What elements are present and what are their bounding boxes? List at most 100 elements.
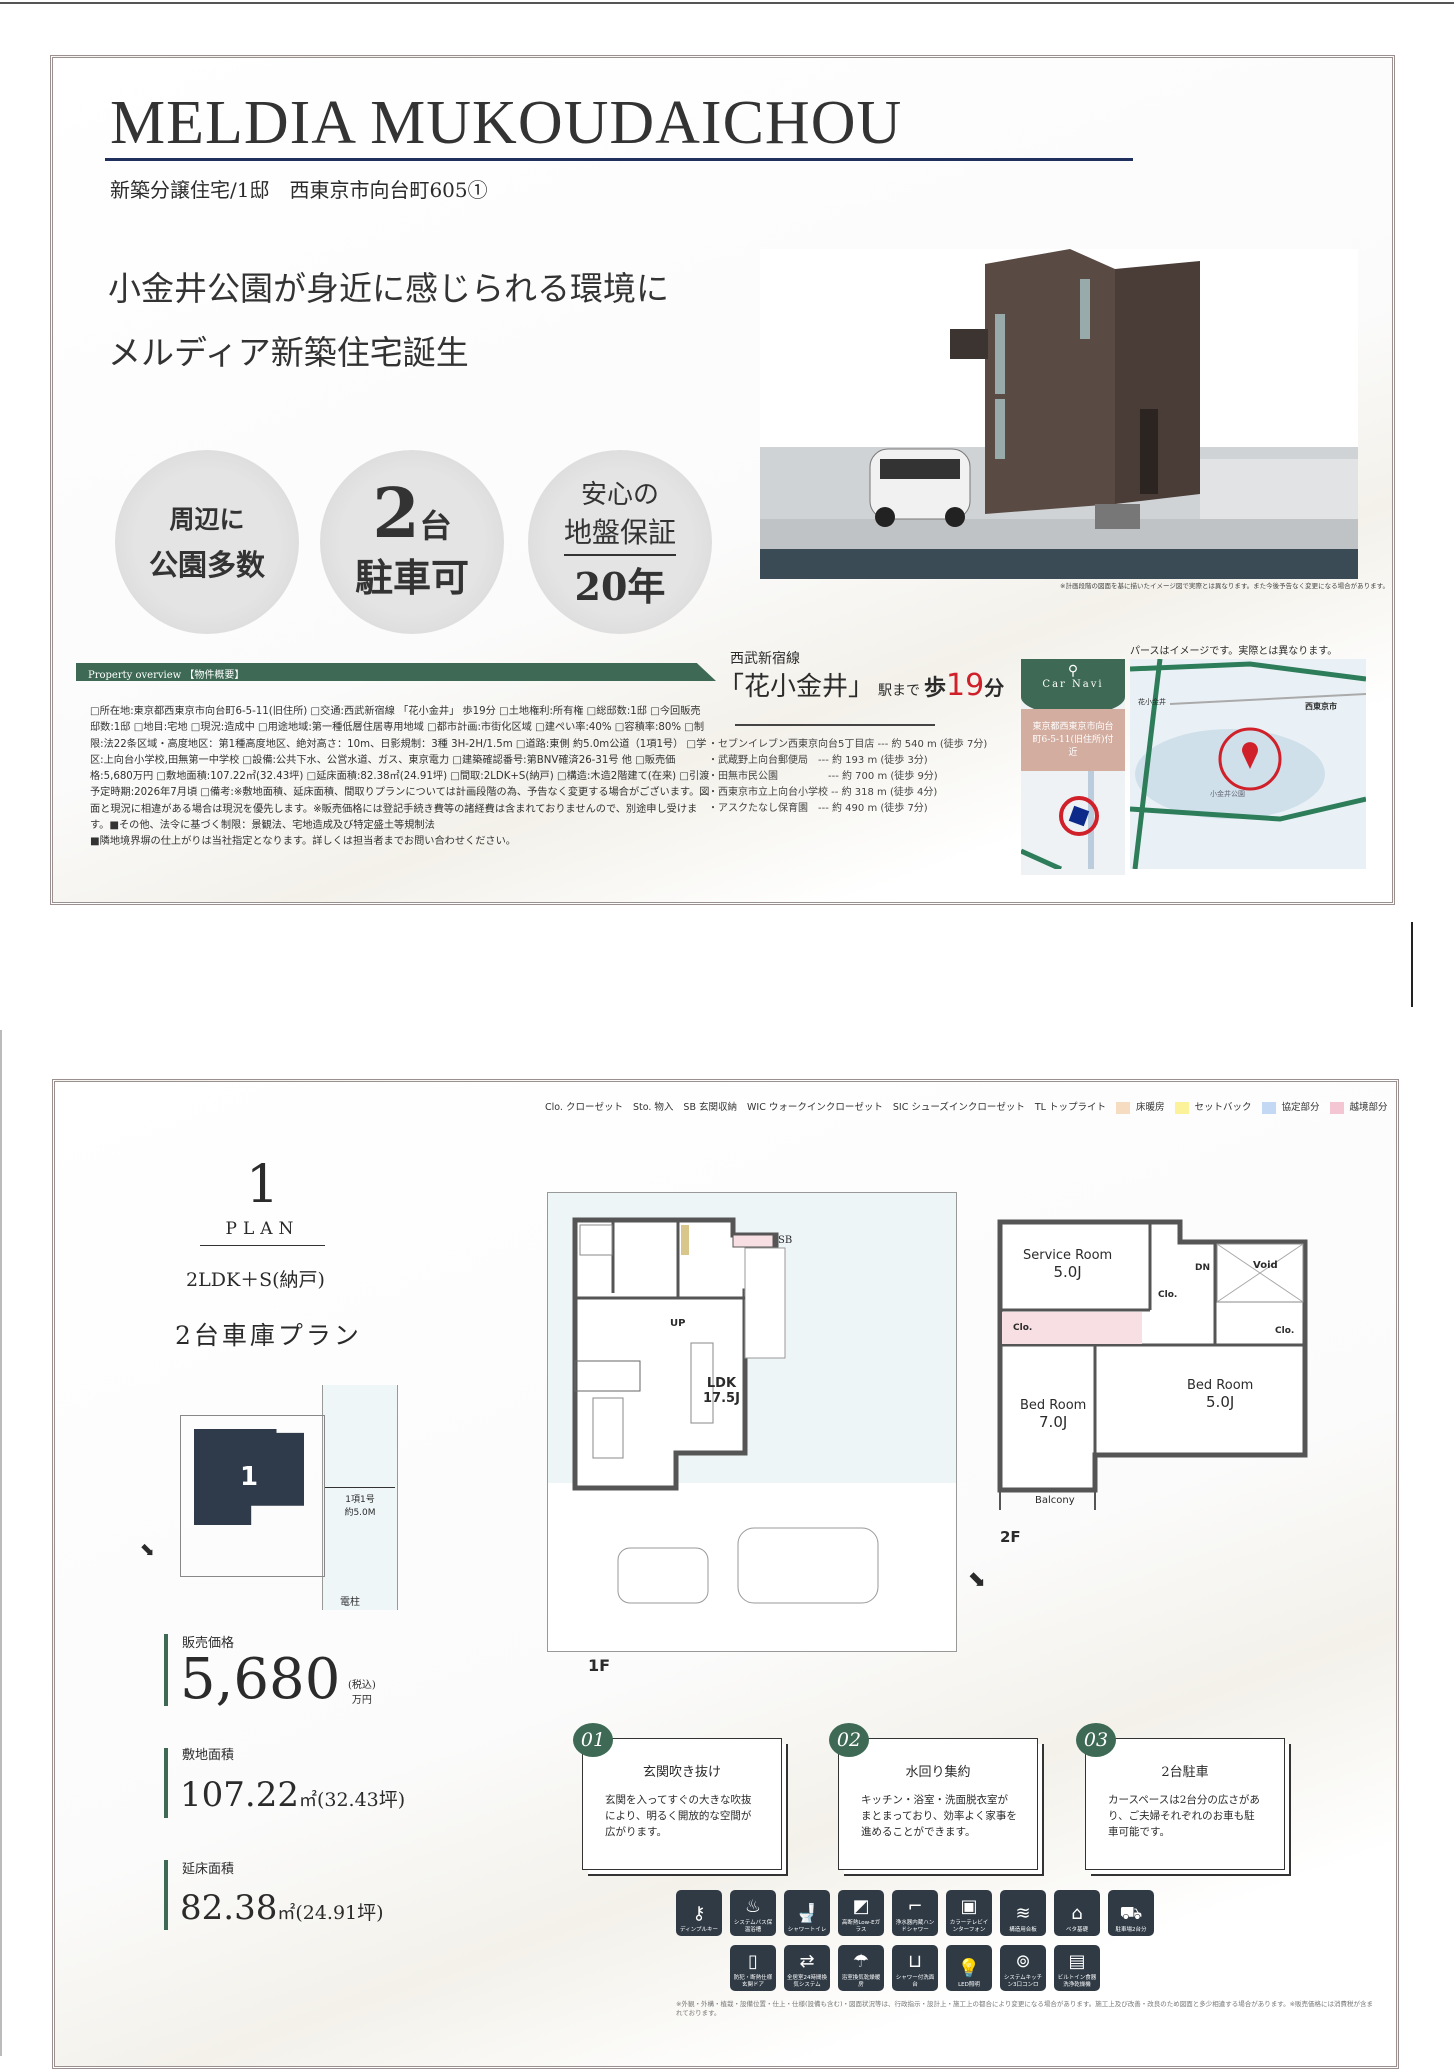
plan-number: 1 (245, 1155, 280, 1215)
legend-swatch: 越境部分 (1329, 1099, 1388, 1114)
badge-ground-guarantee: 安心の 地盤保証 20年 (528, 450, 712, 634)
road-width: 1項1号約5.0M (325, 1487, 395, 1518)
area-map[interactable]: 西東京市 花小金井 小金井公園 (1130, 659, 1366, 869)
toilet-icon: 🚽シャワートイレ (784, 1890, 830, 1936)
room-label-void: Void (1253, 1260, 1278, 1271)
room-label-sb: SB (778, 1235, 793, 1246)
access-line: 西武新宿線 (730, 651, 800, 667)
floor-label-1f: 1F (588, 1656, 611, 1675)
north-arrow-icon: ⬊ (140, 1540, 156, 1561)
car-navi-address: 東京都西東京市向台町6-5-11(旧住所)付近 (1021, 709, 1125, 771)
badge-text: 駐車可 (354, 554, 469, 600)
nearby-item: ・セブンイレブン西東京向台5丁目店 --- 約 540 m (徒歩 7分) (708, 739, 988, 750)
land-area-value: 107.22㎡(32.43坪) (180, 1775, 406, 1815)
dryer-icon: ☂浴室換気乾燥暖房 (838, 1945, 884, 1991)
badge-text: 地盤保証 (563, 511, 676, 556)
washbasin-icon: ⊔シャワー付洗面台 (892, 1945, 938, 1991)
stairs-up-label: UP (670, 1318, 686, 1329)
floor-label-2f: 2F (1000, 1528, 1021, 1546)
road (322, 1385, 398, 1610)
legend: Clo. クローゼット Sto. 物入 SB 玄関収納 WIC ウォークインクロ… (545, 1099, 1388, 1114)
price-unit: (税込)万円 (348, 1680, 376, 1706)
badge-text: 安心の (580, 479, 659, 510)
feature-title: 水回り集約 (905, 1765, 971, 1780)
door-icon: ▯防犯・断熱仕様玄関ドア (730, 1945, 776, 1991)
north-arrow-icon: ⬊ (968, 1568, 987, 1593)
car-navi-panel: ⚲ Car Navi 東京都西東京市向台町6-5-11(旧住所)付近 (1019, 659, 1125, 875)
feature-number: 02 (829, 1723, 869, 1757)
intercom-icon: ▣カラーテレビインターフォン (946, 1890, 992, 1936)
tagline-1: 小金井公園が身近に感じられる環境に (108, 269, 669, 308)
page-title: MELDIA MUKOUDAICHOU (110, 89, 903, 157)
badge-parking: 2台 駐車可 (320, 450, 504, 634)
nearby-item: ・アスクたなし保育園 --- 約 490 m (徒歩 7分) (708, 803, 928, 814)
location-pin-icon: ⚲ (1067, 663, 1079, 679)
led-icon: 💡LED照明 (946, 1945, 992, 1991)
overview-heading: Property overview 【物件概要】 (76, 663, 716, 681)
legend-item: Sto. 物入 (632, 1102, 674, 1114)
foundation-icon: ⌂ベタ基礎 (1054, 1890, 1100, 1936)
feature-number: 01 (573, 1723, 613, 1757)
stairs-down-label: DN (1195, 1263, 1211, 1273)
price-label: 販売価格 (182, 1636, 235, 1651)
room-label-closet: Clo. (1158, 1290, 1178, 1300)
accent-bar (164, 1748, 168, 1818)
equipment-label: システムバス保温浴槽 (733, 1920, 773, 1933)
car-navi-label: Car Navi (1042, 679, 1104, 690)
feature-number: 03 (1076, 1723, 1116, 1757)
floor-area-label: 延床面積 (182, 1862, 235, 1877)
title-underline (105, 158, 1133, 161)
map-note: パースはイメージです。実際とは異なります。 (1130, 646, 1338, 657)
plywood-icon: ≋構造用合板 (1000, 1890, 1046, 1936)
nearby-item: ・西東京市立上向台小学校 -- 約 318 m (徒歩 4分) (708, 787, 938, 798)
car-navi-header: ⚲ Car Navi (1021, 659, 1125, 715)
plan-name: 2台車庫プラン (175, 1321, 362, 1350)
lot-boundary (180, 1415, 325, 1577)
legend-item: WIC ウォークインクローゼット (747, 1102, 883, 1114)
plan-label: PLAN (200, 1219, 325, 1246)
feature-title: 玄関吹き抜け (642, 1765, 721, 1780)
badge-text: 周辺に (169, 505, 245, 534)
house-exterior-image (760, 249, 1358, 579)
image-disclaimer: ※計画段階の図面を基に描いたイメージ図で実際とは異なります。また今後予告なく変更… (1060, 582, 1390, 590)
feature-text: 玄関を入ってすぐの大きな吹抜により、明るく開放的な空間が広がります。 (605, 1794, 752, 1838)
equipment-label: LED照明 (958, 1982, 980, 1988)
badge-text: 公園多数 (148, 548, 265, 582)
nearby-item: ・田無市民公園 --- 約 700 m (徒歩 9分) (708, 771, 938, 782)
land-area-label: 敷地面積 (182, 1748, 235, 1763)
room-label-closet: Clo. (1013, 1323, 1033, 1333)
feature-text: カースペースは2台分の広さがあり、ご夫婦それぞれのお車も駐車可能です。 (1108, 1794, 1260, 1838)
utility-pole-label: 電柱 (340, 1597, 360, 1608)
map-label-park: 小金井公園 (1210, 790, 1245, 798)
legend-item: Clo. クローゼット (545, 1102, 623, 1114)
access-station: 「花小金井」駅まで歩19分 (718, 668, 1005, 703)
badge-text: 2台 (372, 473, 452, 554)
legend-swatch: 床暖房 (1116, 1099, 1165, 1114)
plan-heading: 1 PLAN (200, 1155, 325, 1246)
map-label-city: 西東京市 (1305, 702, 1337, 711)
scan-edge (0, 1030, 2, 2056)
equipment-label: ディンプルキー (680, 1927, 718, 1933)
ventilation-icon: ⇄全居室24時間換気システム (784, 1945, 830, 1991)
access-divider (735, 724, 935, 726)
equipment-label: ベタ基礎 (1065, 1927, 1088, 1933)
overview-body: □所在地:東京都西東京市向台町6-5-11(旧住所) □交通:西武新宿線 「花小… (90, 706, 710, 832)
equipment-label: 防犯・断熱仕様玄関ドア (733, 1975, 773, 1988)
feature-card: 01 玄関吹き抜け 玄関を入ってすぐの大きな吹抜により、明るく開放的な空間が広が… (573, 1723, 782, 1870)
faucet-icon: ⌐浄水器内蔵ハンドシャワー (892, 1890, 938, 1936)
subtitle: 新築分譲住宅/1邸 西東京市向台町605① (110, 178, 488, 202)
room-label-balcony: Balcony (1035, 1495, 1075, 1506)
legend-item: TL トップライト (1034, 1102, 1106, 1114)
scan-mark (1411, 922, 1413, 1007)
price-value: 5,680 (180, 1647, 341, 1712)
feature-text: キッチン・浴室・洗面脱衣室がまとまっており、効率よく家事を進めることができます。 (861, 1794, 1017, 1838)
accent-bar (164, 1860, 168, 1930)
stove-icon: ⊚システムキッチン3口コンロ (1000, 1945, 1046, 1991)
equipment-label: 駐車場2台分 (1115, 1927, 1147, 1933)
legend-item: SB 玄関収納 (683, 1102, 737, 1114)
equipment-label: 浄水器内蔵ハンドシャワー (895, 1920, 935, 1933)
floor-area-value: 82.38㎡(24.91坪) (180, 1888, 384, 1928)
equipment-label: カラーテレビインターフォン (949, 1920, 989, 1933)
